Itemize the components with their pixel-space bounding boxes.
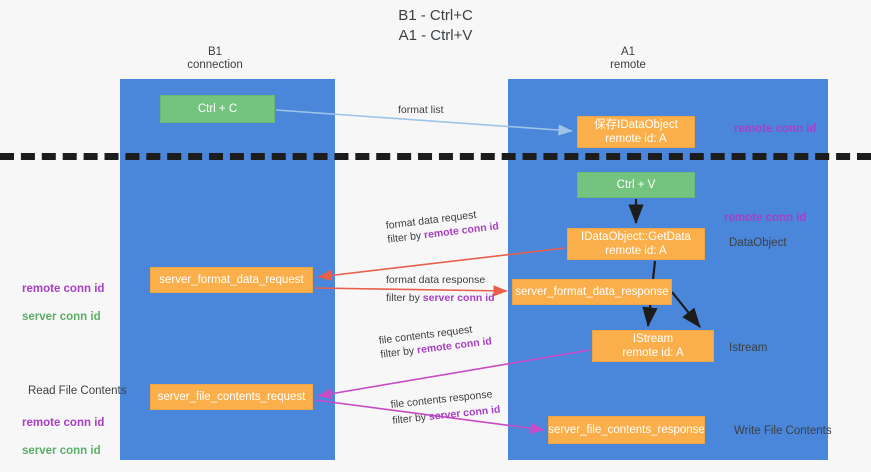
node-server-file-contents-request[interactable]: server_file_contents_request: [150, 384, 313, 410]
annotation-server-conn-id: server conn id: [22, 445, 101, 457]
node-ctrl-v[interactable]: Ctrl + V: [577, 172, 695, 198]
annotation-dataobject: DataObject: [729, 237, 787, 249]
annotation-istream: Istream: [729, 342, 768, 354]
filter-prefix: filter by: [391, 411, 430, 427]
edge-label-format-data-request: format data request filter by remote con…: [385, 205, 500, 246]
column-header-a1: A1 remote: [610, 46, 646, 71]
filter-prefix: filter by: [379, 344, 418, 361]
node-istream[interactable]: IStream remote id: A: [592, 330, 714, 362]
edge-primary-format-list: format list: [398, 104, 444, 116]
column-header-b1: B1 connection: [187, 46, 243, 71]
node-server-file-contents-response[interactable]: server_file_contents_response: [548, 416, 705, 444]
annotation-remote-conn-id-top: remote conn id: [734, 123, 817, 135]
edge-label-file-contents-response: file contents response filter by server …: [390, 387, 501, 428]
annotation-remote-conn-id: remote conn id: [22, 283, 105, 295]
annotation-left-conn-ids-mid: remote conn id server conn id: [22, 268, 104, 338]
edge-primary-format-data-response: format data response: [386, 274, 486, 286]
filter-prefix: filter by: [386, 292, 423, 304]
node-idataobject[interactable]: 保存IDataObject remote id: A: [577, 116, 695, 148]
annotation-left-conn-ids-bottom: remote conn id server conn id: [22, 402, 104, 472]
annotation-remote-conn-id: remote conn id: [22, 417, 105, 429]
edge-filter-format-data-response: filter by server conn id: [386, 291, 495, 305]
node-server-format-data-response[interactable]: server_format_data_response: [512, 279, 672, 305]
diagram-title: B1 - Ctrl+C A1 - Ctrl+V: [398, 7, 473, 44]
node-ctrl-c[interactable]: Ctrl + C: [160, 95, 275, 123]
filter-prefix: filter by: [386, 229, 425, 246]
edge-label-format-data-response: format data response filter by server co…: [386, 273, 495, 305]
annotation-remote-conn-id-mid: remote conn id: [724, 212, 807, 224]
edge-label-format-list: format list: [398, 103, 444, 117]
filter-key: server conn id: [422, 292, 495, 304]
section-divider: [0, 153, 871, 160]
edge-label-file-contents-request: file contents request filter by remote c…: [378, 320, 493, 361]
node-server-format-data-request[interactable]: server_format_data_request: [150, 267, 313, 293]
annotation-write-file-contents: Write File Contents: [734, 425, 832, 437]
annotation-read-file-contents: Read File Contents: [28, 385, 127, 397]
node-idataobject-getdata[interactable]: IDataObject::GetData remote id: A: [567, 228, 705, 260]
annotation-server-conn-id: server conn id: [22, 311, 101, 323]
